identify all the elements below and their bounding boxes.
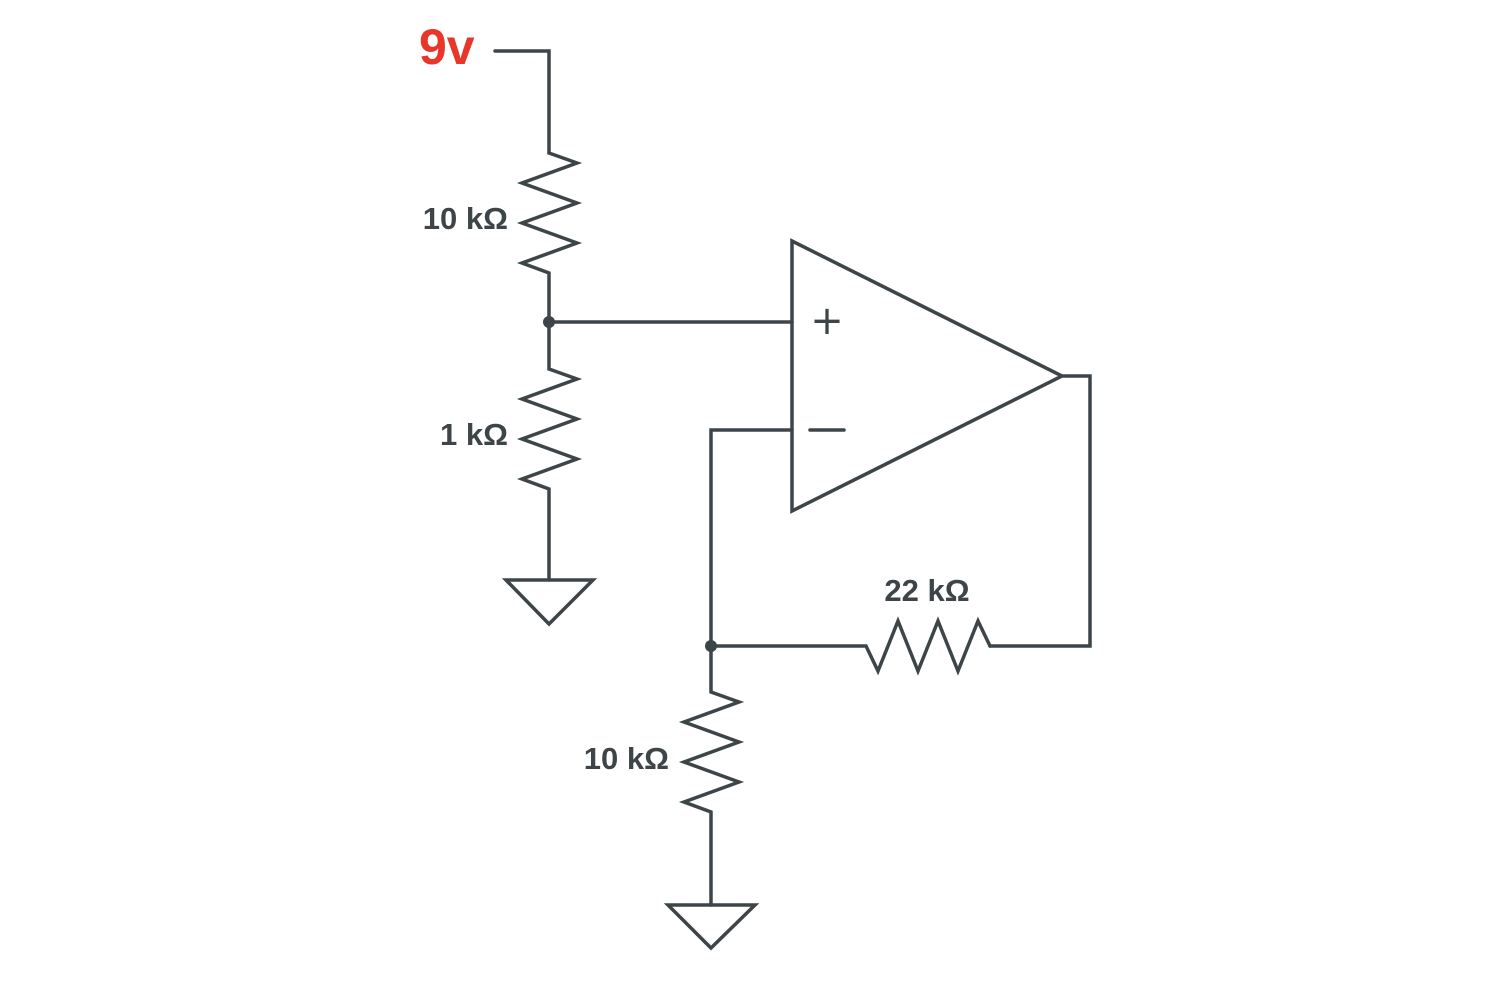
resistor-bottom-label: 1 kΩ [440,417,508,452]
resistor-ground [678,644,745,907]
voltage-source-label: 9v [419,19,475,75]
wire-output-feedback [988,374,1092,648]
opamp-triangle [790,238,1066,514]
resistor-top [516,151,583,324]
ground-symbol [663,903,760,951]
resistor-feedback-label: 22 kΩ [884,573,969,608]
resistor-ground-label: 10 kΩ [584,741,669,776]
wire-source [493,49,551,155]
resistor-feedback [709,616,992,676]
resistor-top-label: 10 kΩ [423,201,508,236]
ground-symbol [501,578,598,627]
resistor-bottom [516,320,583,582]
wire-minus-input [709,428,794,648]
plus-sign-icon: + [810,298,844,344]
